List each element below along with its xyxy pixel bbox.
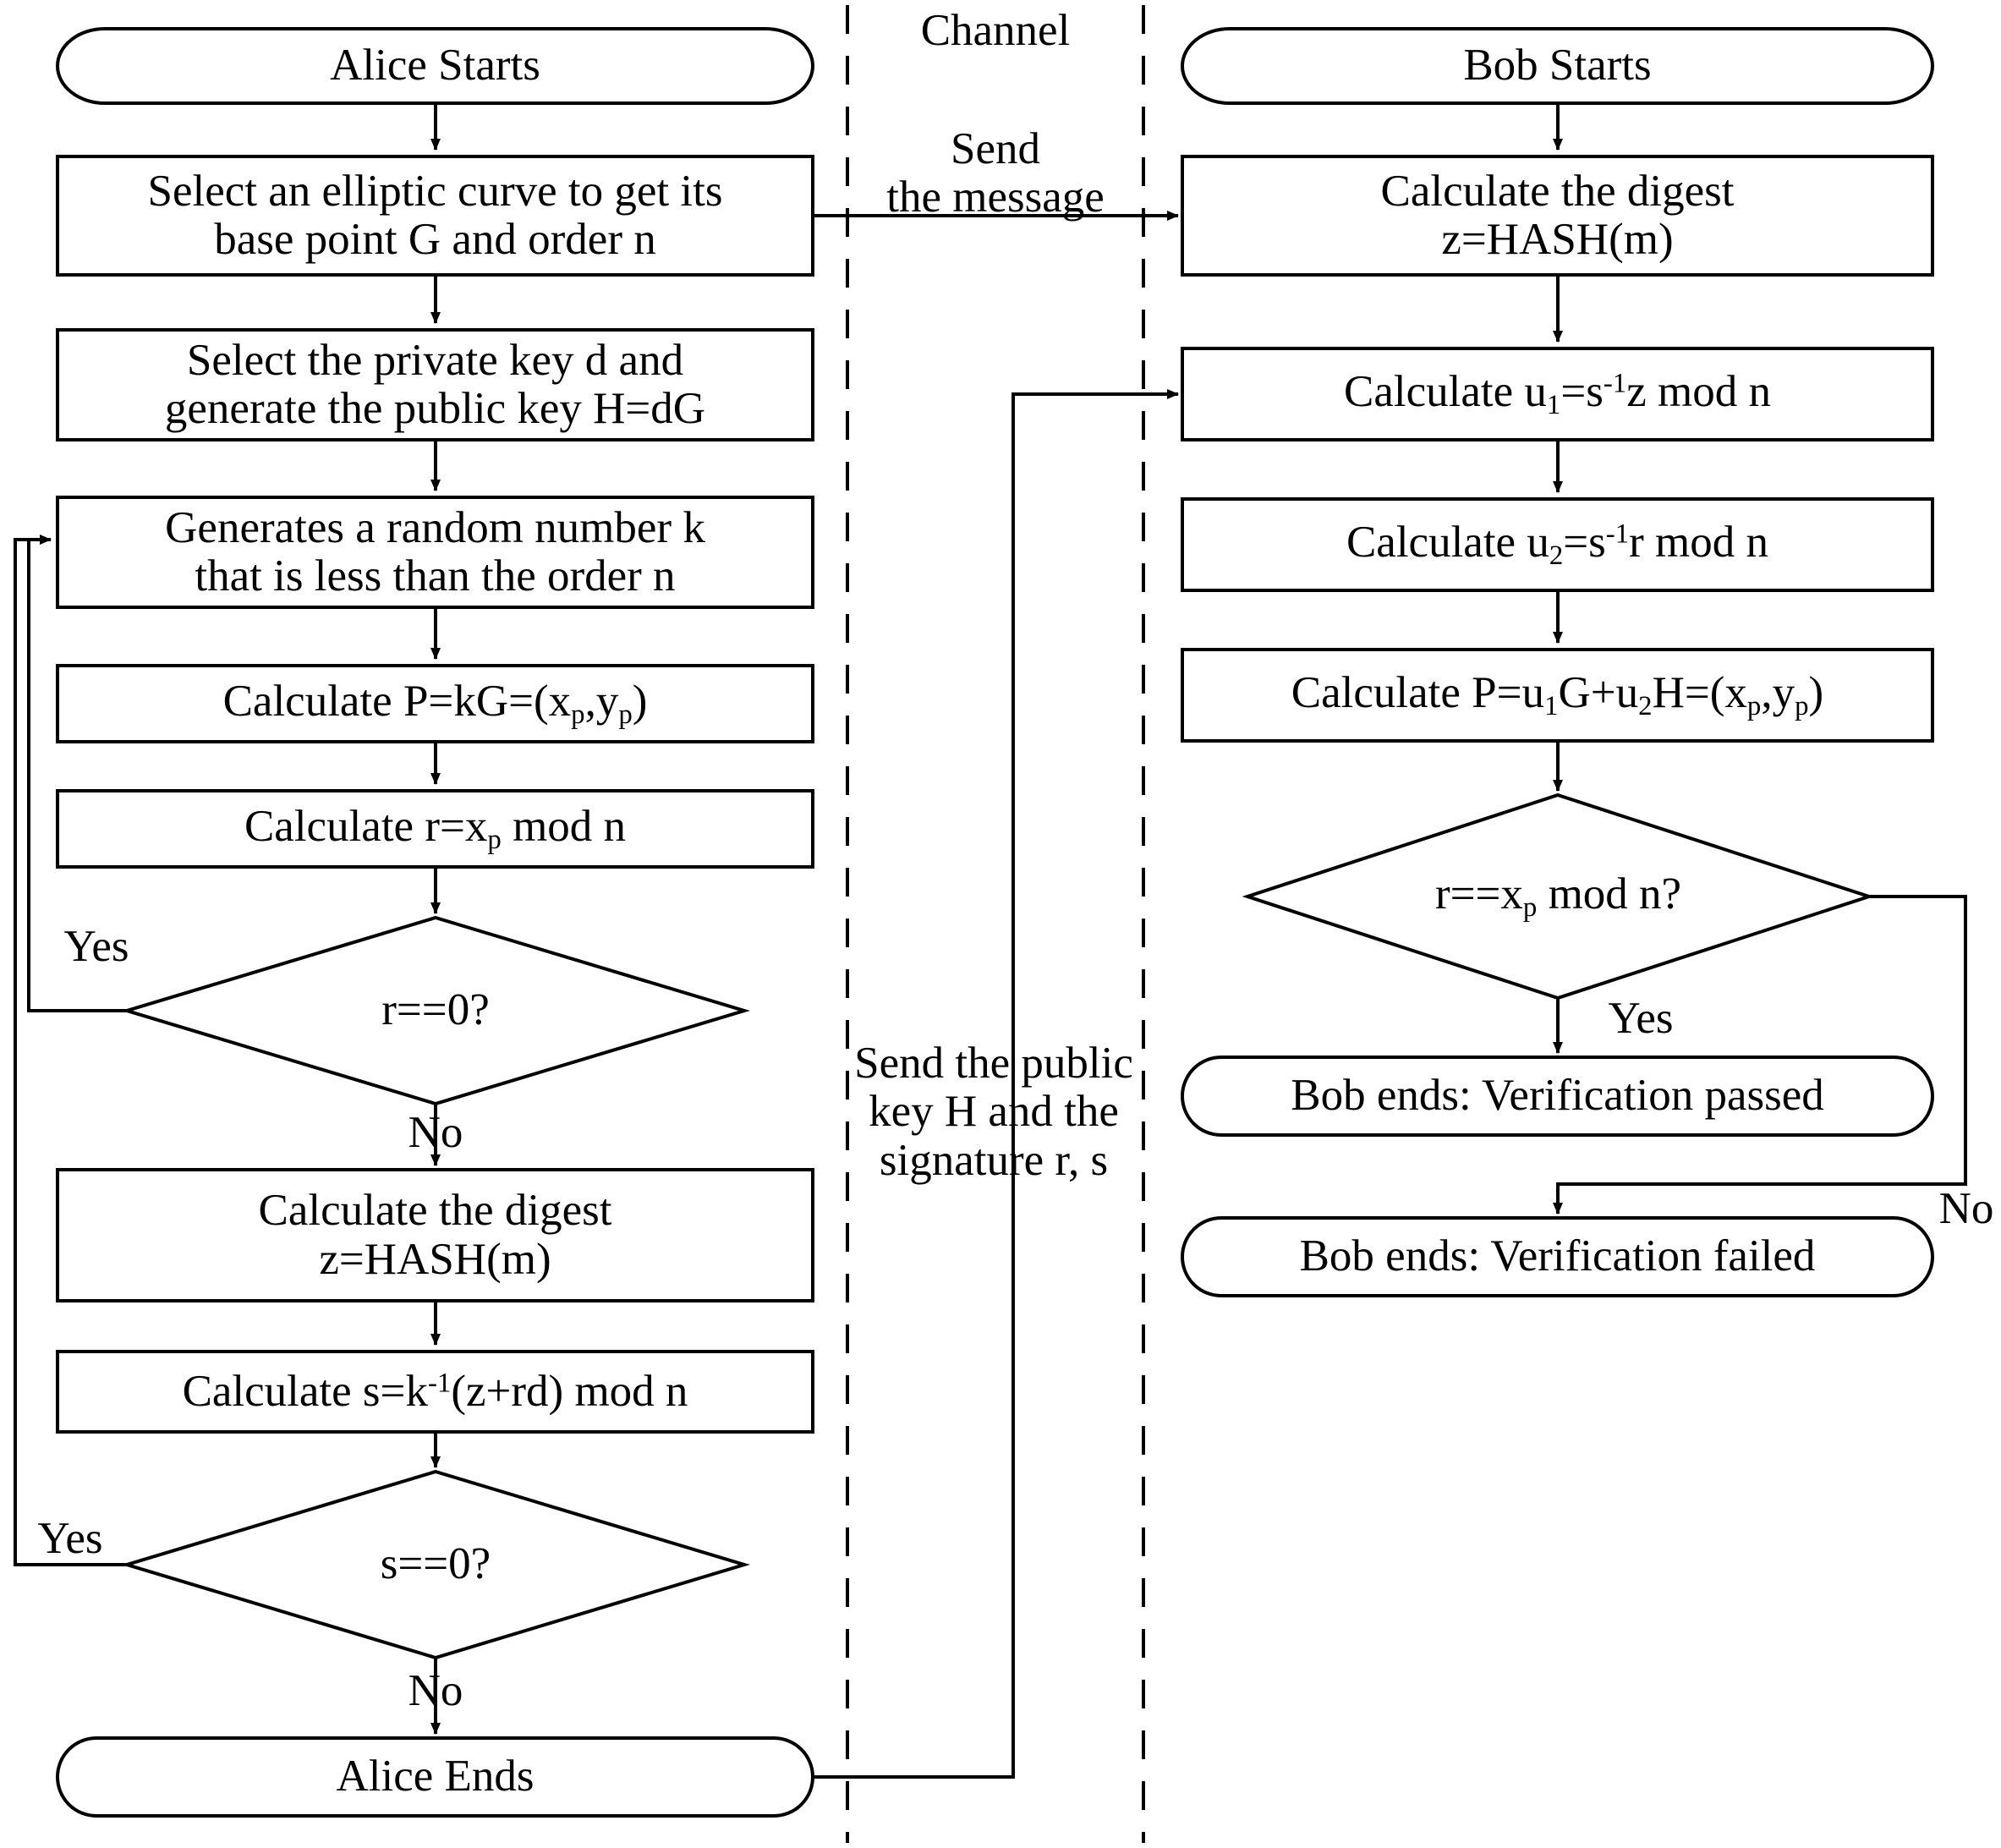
generate-k-label: Generates a random number k that is less… — [165, 502, 705, 600]
calc-u1-shape — [1181, 347, 1934, 441]
edge-label-r-zero-yes: Yes — [63, 922, 129, 972]
select-private-key-label: Select the private key d and generate th… — [164, 335, 706, 433]
bob-start-label: Bob Starts — [1463, 41, 1652, 90]
alice-start-label: Alice Starts — [330, 41, 540, 90]
bob-end-failed-shape — [1181, 1216, 1934, 1297]
calc-P-label: Calculate P=kG=(xp,yp) — [222, 676, 648, 730]
decide-r-zero-label: r==0? — [381, 985, 490, 1035]
edge-label-s-zero-yes: Yes — [37, 1514, 103, 1564]
edge-label-verify-no: No — [1938, 1184, 1994, 1234]
edge-decide-s-yes-loopback — [14, 538, 127, 1566]
edge-label-s-zero-no: No — [408, 1666, 463, 1716]
decide-s-zero-label: s==0? — [380, 1539, 491, 1589]
edge-label-verify-yes: Yes — [1608, 994, 1674, 1044]
edge-send-key-signature — [813, 389, 1179, 1779]
bob-end-failed-label: Bob ends: Verification failed — [1299, 1231, 1816, 1281]
generate-k-shape — [56, 496, 814, 609]
edge-decide-r-yes-loopback — [27, 535, 127, 1012]
calc-r-shape — [56, 789, 814, 869]
channel-message-send-message: Send the message — [886, 123, 1105, 222]
calc-u1-label: Calculate u1=s-1z mod n — [1344, 366, 1771, 420]
calc-u2-shape — [1181, 497, 1934, 592]
calc-r-label: Calculate r=xp mod n — [244, 801, 627, 855]
bob-end-passed-shape — [1181, 1056, 1934, 1137]
alice-end-label: Alice Ends — [336, 1752, 535, 1801]
calc-u2-label: Calculate u2=s-1r mod n — [1346, 517, 1769, 571]
calc-P-bob-label: Calculate P=u1G+u2H=(xp,yp) — [1291, 667, 1824, 721]
channel-label: Channel — [920, 6, 1071, 56]
edge-label-r-zero-no: No — [408, 1108, 463, 1158]
calc-P-shape — [56, 664, 814, 743]
calc-digest-bob-shape — [1181, 155, 1934, 277]
calc-P-bob-shape — [1181, 648, 1934, 743]
select-curve-shape — [56, 155, 814, 277]
decide-verify-label: r==xp mod n? — [1434, 869, 1682, 923]
channel-message-send-key-signature: Send the public key H and the signature … — [854, 1039, 1133, 1185]
calc-digest-alice-label: Calculate the digest z=HASH(m) — [258, 1186, 612, 1284]
edge-verify-no-to-failed — [1553, 895, 1967, 1215]
calc-digest-bob-label: Calculate the digest z=HASH(m) — [1380, 166, 1735, 264]
bob-end-passed-label: Bob ends: Verification passed — [1291, 1071, 1824, 1121]
calc-s-label: Calculate s=k-1(z+rd) mod n — [182, 1366, 688, 1416]
select-curve-label: Select an elliptic curve to get its base… — [147, 166, 723, 264]
